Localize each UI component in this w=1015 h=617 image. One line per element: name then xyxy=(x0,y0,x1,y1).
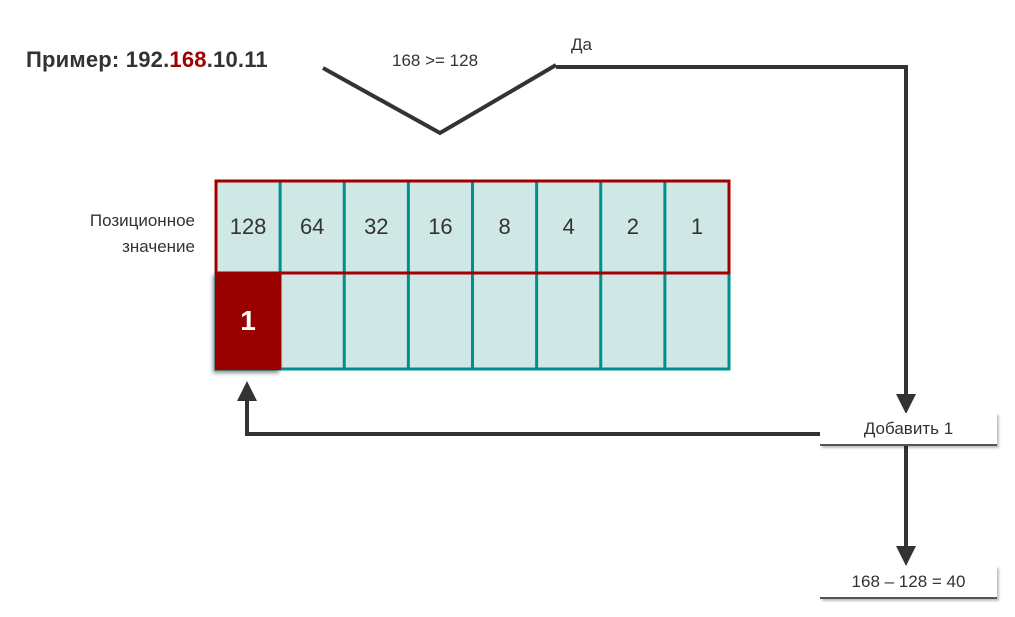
decision-v-line xyxy=(322,63,558,136)
place-value-cell: 128 xyxy=(229,214,267,239)
example-title: Пример: 192.168.10.11 xyxy=(26,47,268,72)
place-value-cell: 8 xyxy=(498,214,511,239)
result-box: 168 – 128 = 40 xyxy=(820,566,997,599)
place-row-dividers xyxy=(278,181,667,273)
place-row-border xyxy=(214,179,731,275)
position-value-label: Позиционное значение xyxy=(89,211,195,256)
title-highlight: 168 xyxy=(169,47,207,72)
add-arrow xyxy=(237,381,820,436)
place-value-cell: 1 xyxy=(690,214,704,239)
place-value-cell: 32 xyxy=(364,214,389,239)
condition-label: 168 >= 128 xyxy=(392,51,479,70)
place-value-cell: 64 xyxy=(299,214,325,239)
place-value-cell: 2 xyxy=(626,214,639,239)
bit-cell-set: 1 xyxy=(215,272,282,370)
yes-label: Да xyxy=(571,35,592,54)
place-value-cell: 16 xyxy=(428,214,453,239)
yes-arrow xyxy=(556,65,916,414)
place-value-cell: 4 xyxy=(562,214,575,239)
add-one-box: Добавить 1 xyxy=(820,413,997,446)
